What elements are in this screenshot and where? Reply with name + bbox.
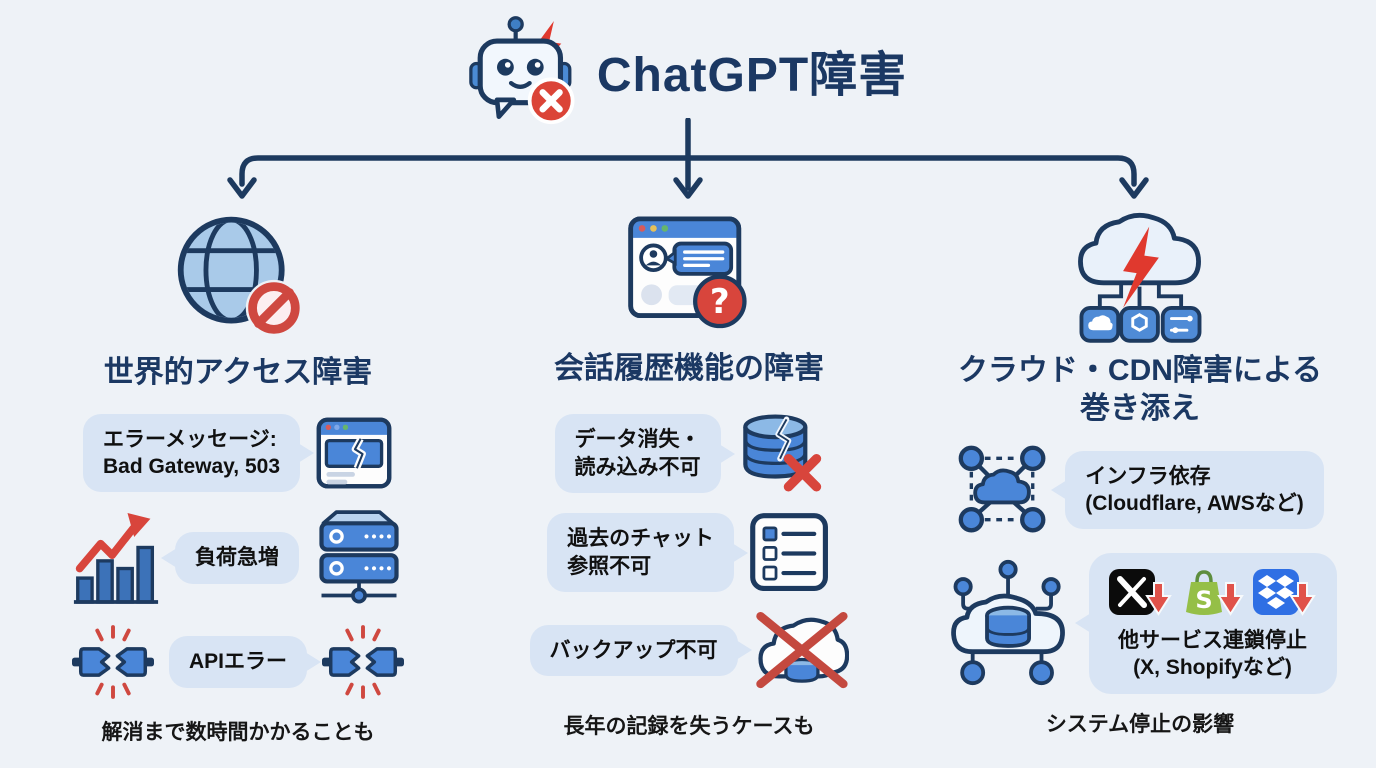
svg-text:?: ? — [710, 282, 730, 322]
speech-bubble: エラーメッセージ: Bad Gateway, 503 — [82, 413, 315, 493]
cloud-outage-icon — [1065, 204, 1215, 348]
page-title: ChatGPT障害 — [596, 49, 908, 102]
chat-history-error-icon: ? — [625, 204, 753, 340]
speech-bubble: S — [1074, 553, 1337, 694]
robot-error-icon — [469, 16, 575, 125]
speech-bubble: バックアップ不可 — [529, 624, 752, 677]
branch-connector-arrows — [227, 118, 1149, 199]
row-data-loss: データ消失・ 読み込み不可 — [554, 410, 824, 498]
row-no-backup: バックアップ不可 — [529, 608, 849, 694]
column-items: インフラ依存 (Cloudflare, AWSなど) — [928, 443, 1352, 694]
cloud-network-icon — [958, 445, 1046, 533]
broken-browser-icon — [316, 417, 392, 489]
bubble-label: データ消失・ 読み込み不可 — [574, 428, 701, 479]
column-header: 会話履歴機能の障害 — [554, 352, 824, 385]
speech-bubble: APIエラー — [168, 636, 322, 688]
speech-bubble: 過去のチャット 参照不可 — [547, 513, 748, 592]
bubble-label: 負荷急増 — [195, 546, 279, 570]
column-header: 世界的アクセス障害 — [103, 356, 373, 389]
column-items: エラーメッセージ: Bad Gateway, 503 — [57, 413, 419, 701]
bubble-label: バックアップ不可 — [549, 638, 718, 662]
bubble-label: インフラ依存 (Cloudflare, AWSなど) — [1085, 464, 1304, 515]
row-infra-dependency: インフラ依存 (Cloudflare, AWSなど) — [956, 443, 1324, 537]
speech-bubble: データ消失・ 読み込み不可 — [554, 414, 735, 493]
bubble-label: APIエラー — [188, 650, 287, 674]
column-cloud-cdn: クラウド・CDN障害による 巻き添え — [928, 204, 1352, 738]
speech-bubble: インフラ依存 (Cloudflare, AWSなど) — [1051, 450, 1324, 530]
chat-list-icon — [750, 512, 828, 591]
cracked-database-icon — [742, 413, 821, 491]
column-footer: 解消まで数時間かかることも — [101, 721, 375, 745]
bubble-label: エラーメッセージ: Bad Gateway, 503 — [102, 427, 281, 478]
row-api-error: APIエラー — [71, 624, 404, 700]
surge-chart-icon — [73, 513, 159, 605]
row-load-surge: 負荷急増 — [72, 506, 404, 610]
column-header: クラウド・CDN障害による 巻き添え — [957, 354, 1323, 425]
row-cascade-outage: S — [944, 553, 1337, 694]
column-chat-history: ? 会話履歴機能の障害 データ消失・ 読み込み不可 — [503, 204, 875, 740]
column-global-access: 世界的アクセス障害 エラーメッセージ: Bad Gateway, 503 — [57, 204, 419, 746]
row-past-chat: 過去のチャット 参照不可 — [547, 512, 831, 594]
svg-text:S: S — [1195, 586, 1212, 614]
server-icon — [319, 510, 399, 604]
row-error-message: エラーメッセージ: Bad Gateway, 503 — [82, 413, 393, 493]
speech-bubble: 負荷急増 — [161, 532, 299, 584]
column-footer: 長年の記録を失うケースも — [563, 714, 815, 738]
broken-link-icon — [322, 625, 404, 699]
globe-blocked-icon — [171, 204, 305, 344]
bubble-label: 過去のチャット 参照不可 — [567, 527, 714, 578]
bubble-label: 他サービス連鎖停止 (X, Shopifyなど) — [1118, 629, 1307, 680]
dropbox-logo-down-icon — [1252, 569, 1316, 616]
column-items: データ消失・ 読み込み不可 過去のチャット 参照不可 — [503, 410, 875, 694]
no-cloud-backup-icon — [755, 611, 849, 688]
broken-link-icon — [71, 625, 154, 699]
shopify-logo-down-icon: S — [1185, 570, 1244, 616]
service-logos: S — [1108, 567, 1317, 625]
title-row: ChatGPT障害 — [0, 14, 1376, 126]
cloud-database-network-icon — [950, 560, 1065, 686]
x-logo-down-icon — [1108, 569, 1172, 616]
column-footer: システム停止の影響 — [1045, 712, 1235, 736]
